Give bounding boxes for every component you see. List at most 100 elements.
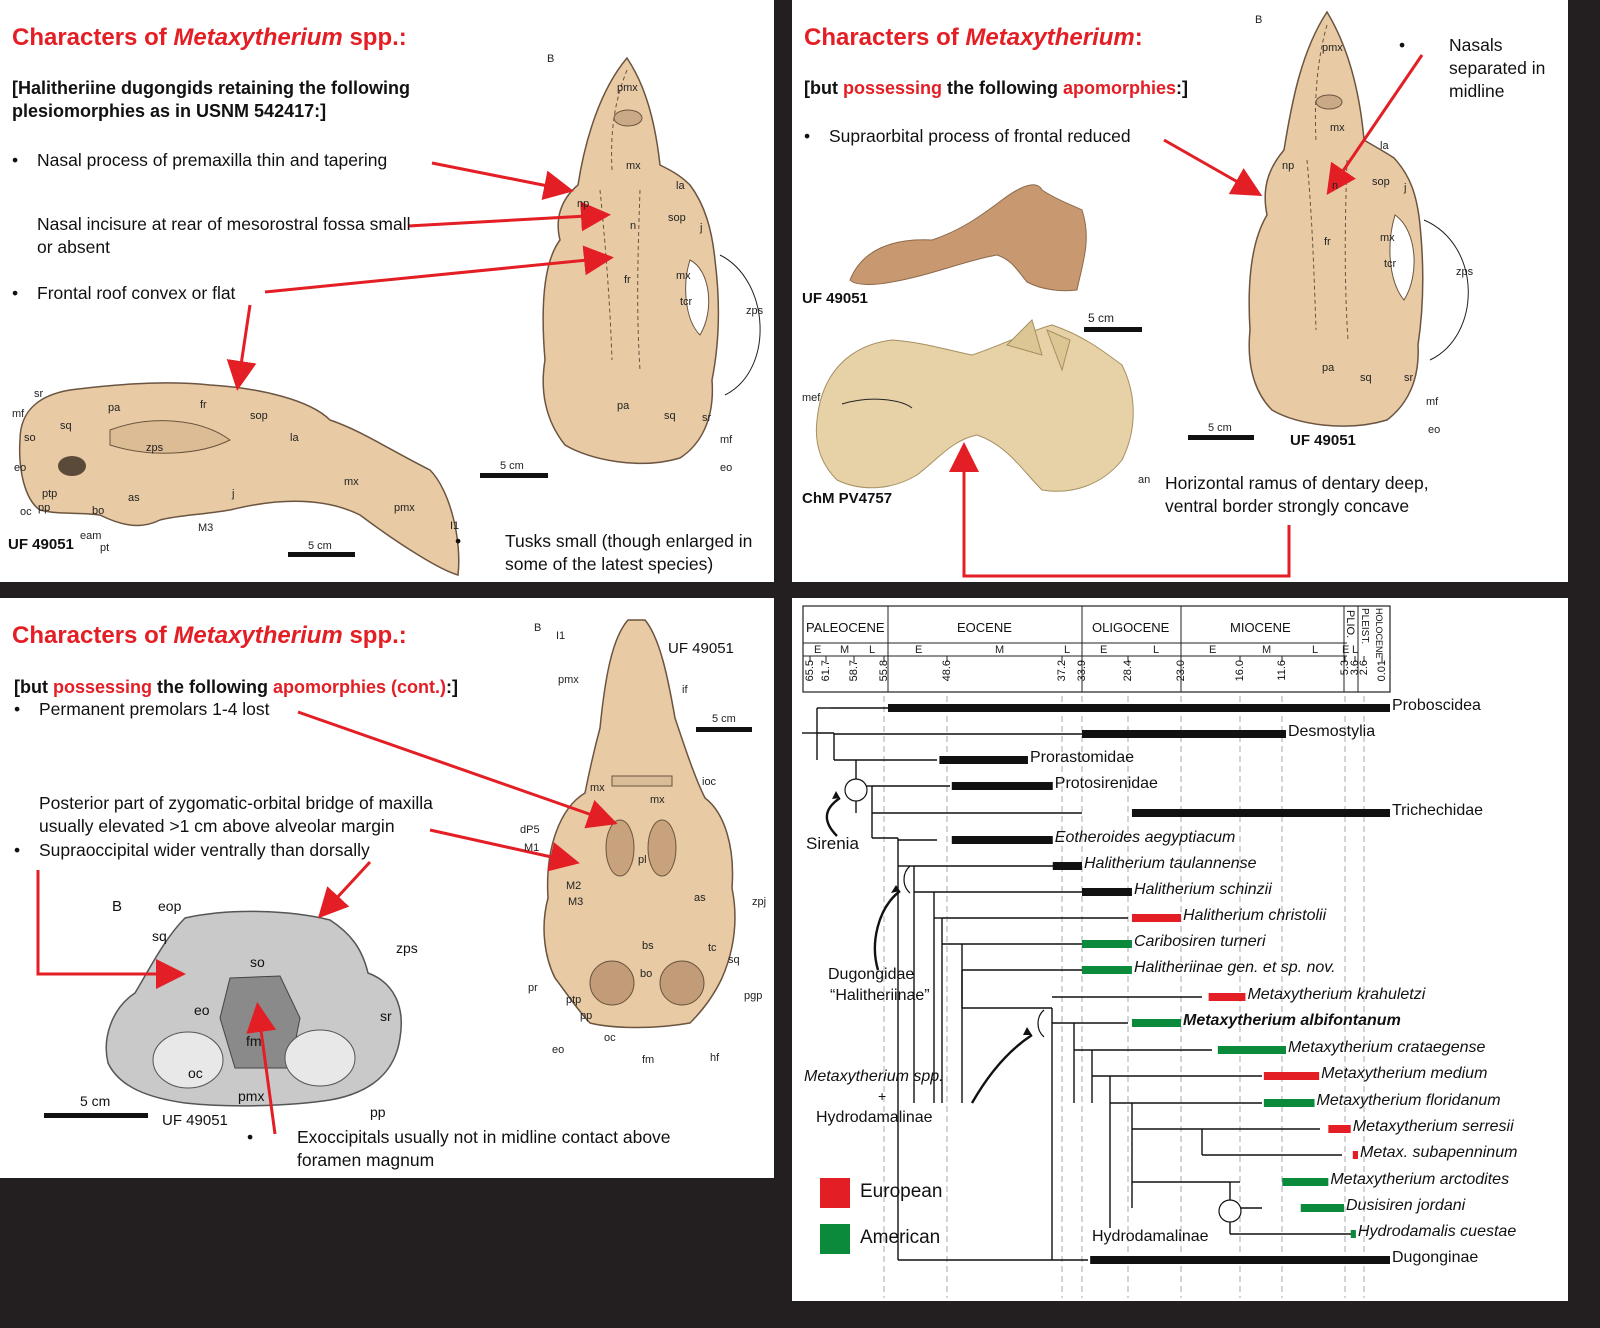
photo-label: an (1138, 474, 1151, 486)
taxon-range-bar (1082, 966, 1132, 974)
panel1-subtitle: [Halitheriine dugongids retaining the fo… (12, 78, 410, 121)
ventral-label: tc (708, 942, 717, 954)
ventral-label: fm (642, 1054, 655, 1066)
taxon-range-bar (951, 836, 1053, 844)
panel3-specimen-occipital: UF 49051 (162, 1112, 228, 1129)
occ-label: sq (152, 928, 167, 944)
time-tick-label: 0.01 (1376, 660, 1388, 682)
skull-label: pmx (1322, 42, 1343, 54)
occ-label: zps (396, 940, 418, 956)
skull-label: zps (1456, 266, 1474, 278)
panel-phylogeny: PALEOCENE EOCENE OLIGOCENE MIOCENE PLIO.… (792, 598, 1568, 1301)
ventral-label: mx (590, 782, 605, 794)
ventral-label: dP5 (520, 824, 540, 836)
lateral-label: sop (250, 410, 268, 422)
mandible-photo (815, 324, 1134, 492)
ventral-label: hf (710, 1052, 720, 1064)
epoch-label: EOCENE (957, 620, 1012, 635)
time-tick-label: 48.6 (941, 660, 953, 682)
taxon-label: Dusisiren jordani (1346, 1197, 1466, 1214)
panel3-scale-label-ventral: 5 cm (712, 713, 736, 725)
lateral-label: eo (14, 462, 27, 474)
hydrodamalinae-node-circle (1218, 1199, 1242, 1223)
time-tick-label: 11.6 (1276, 660, 1288, 681)
panel3-figure (36, 619, 752, 1135)
occ-label: pmx (238, 1088, 265, 1104)
skull-label: mx (1380, 232, 1395, 244)
ventral-label: I1 (556, 630, 566, 642)
taxon-range-bar (1082, 940, 1132, 948)
time-tick-label: 37.2 (1056, 660, 1068, 682)
taxon-range-bar (1352, 1151, 1358, 1159)
subepoch-label: E (915, 644, 923, 656)
lateral-label: so (24, 432, 36, 444)
skull-label: j (700, 222, 703, 234)
ventral-label: bo (640, 968, 653, 980)
subepoch-label: L (869, 644, 876, 656)
lateral-label: oc (20, 506, 32, 518)
skull-label: np (577, 198, 590, 210)
panel2-specimen-3: UF 49051 (1290, 432, 1356, 449)
subepoch-label: L (1312, 644, 1319, 656)
lateral-label: fr (200, 399, 207, 411)
time-tick-label: 61.7 (820, 660, 832, 682)
skull-label: sop (668, 212, 686, 224)
skull-label: sr (1404, 372, 1414, 384)
ventral-label: pgp (744, 990, 763, 1002)
panel3-title: Characters of Metaxytherium spp.: (12, 622, 407, 649)
lateral-label: zps (146, 442, 164, 454)
ventral-label: pl (638, 854, 647, 866)
clade-label-sirenia: Sirenia (806, 834, 859, 853)
lateral-label: eam (80, 530, 102, 542)
dorsal-skull-drawing-2 (1248, 10, 1424, 427)
phylogeny-chart (802, 605, 1391, 1298)
panel1-scale-label-dorsal: 5 cm (500, 460, 524, 472)
ventral-label: M3 (568, 896, 584, 908)
skull-label: mf (1426, 396, 1439, 408)
legend-label-european: European (860, 1181, 943, 1202)
taxon-range-bar (1082, 888, 1132, 896)
taxon-label: Metaxytherium albifontanum (1183, 1012, 1401, 1029)
taxon-label: Trichechidae (1392, 802, 1484, 819)
taxon-label: Metaxytherium medium (1321, 1065, 1488, 1082)
taxon-range-bar (1208, 993, 1246, 1001)
taxon-label: Halitherium christolii (1183, 907, 1327, 924)
panel3-figure-letter-occipital: B (112, 898, 123, 915)
clade-label-hydrodamalinae: Hydrodamalinae (1092, 1228, 1209, 1245)
occ-label: fm (246, 1033, 262, 1049)
subepoch-label: E (1209, 644, 1217, 656)
skull-label: fr (624, 274, 631, 286)
panel3-scale-label-occipital: 5 cm (80, 1093, 111, 1109)
subepoch-label: E (814, 644, 822, 656)
lateral-label: ptp (42, 488, 58, 500)
lateral-label: mf (12, 408, 25, 420)
taxon-label: Metax. subapenninum (1360, 1144, 1518, 1161)
epoch-label: OLIGOCENE (1092, 620, 1170, 635)
panel2-specimen-2: ChM PV4757 (802, 490, 893, 507)
panel3-bullet-3: •Supraoccipital wider ventrally than dor… (14, 840, 370, 860)
taxon-range-bar (888, 704, 1390, 712)
subepoch-label: E (1342, 644, 1350, 656)
panel3-subtitle: [but possessing the following apomorphie… (14, 677, 459, 697)
ventral-label: bs (642, 940, 654, 952)
skull-label: mf (720, 434, 733, 446)
skull-label: mx (626, 160, 641, 172)
lateral-label: I1 (450, 520, 460, 532)
taxon-range-bar (1082, 730, 1286, 738)
taxon-label: Metaxytherium serresii (1352, 1118, 1514, 1135)
occ-label: so (250, 954, 265, 970)
ventral-label: sq (728, 954, 740, 966)
taxon-label: Desmostylia (1287, 723, 1376, 740)
panel1-bullet-3: •Frontal roof convex or flat (12, 283, 236, 303)
skull-label: eo (1428, 424, 1441, 436)
skull-label: pa (1322, 362, 1335, 374)
skull-label: pa (617, 400, 630, 412)
taxon-label: Halitherium schinzii (1133, 881, 1272, 898)
lateral-label: sr (34, 388, 44, 400)
ventral-skull-drawing (543, 619, 736, 1029)
subepoch-label: L (1064, 644, 1071, 656)
time-tick-label: 3.6 (1349, 660, 1361, 676)
taxon-range-bar (1282, 1178, 1329, 1186)
taxon-range-bar (1350, 1230, 1356, 1238)
subepoch-label: L (1153, 644, 1160, 656)
